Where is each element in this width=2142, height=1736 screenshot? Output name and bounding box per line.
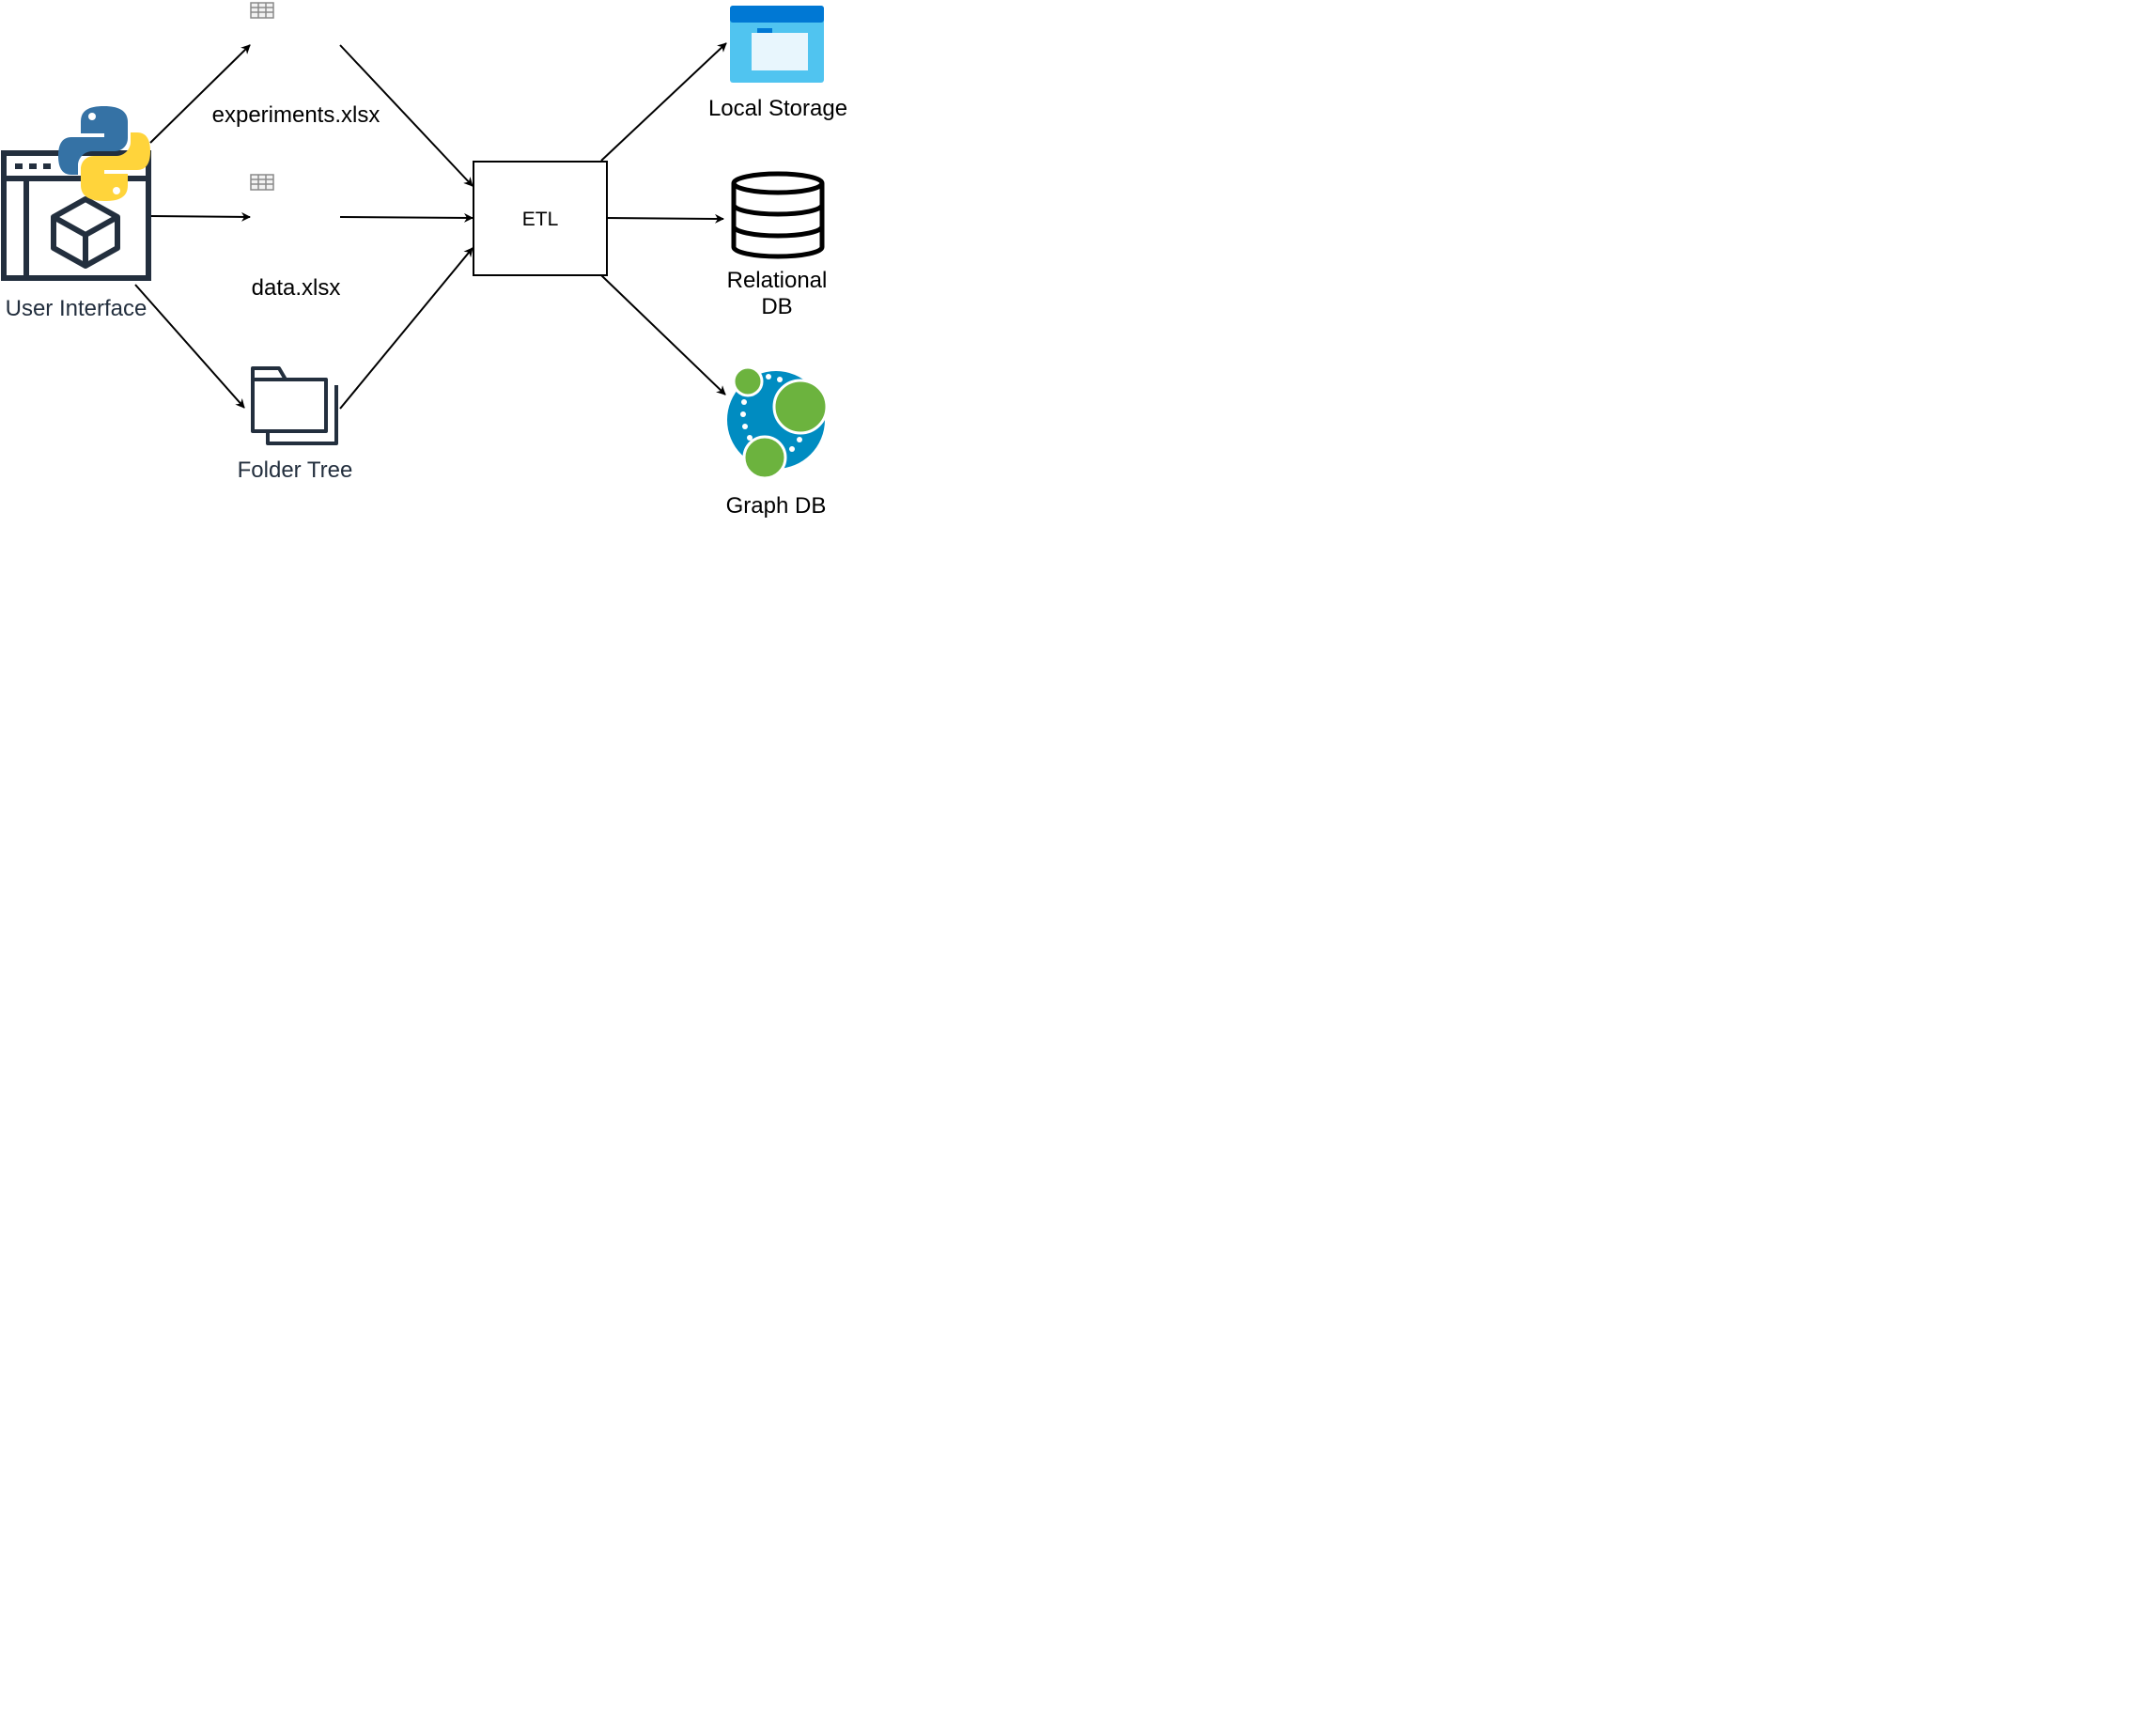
graph-database-icon: [727, 365, 829, 480]
edge-etl-to-graph-db: [600, 274, 726, 395]
folder-tree-label: Folder Tree: [238, 457, 353, 483]
app-window-cube-icon: [1, 150, 151, 281]
storage-folder-icon: [730, 6, 824, 83]
user-interface-node[interactable]: User Interface: [1, 106, 151, 321]
python-logo-icon: [58, 106, 150, 201]
edge-etl-to-local-storage: [600, 42, 727, 162]
edge-experiments-to-etl: [339, 44, 473, 187]
graph-db-label: Graph DB: [726, 493, 827, 519]
local-storage-label: Local Storage: [708, 96, 847, 121]
edge-data-to-etl: [339, 212, 473, 223]
user-interface-label: User Interface: [6, 296, 147, 321]
folder-tree-node[interactable]: Folder Tree: [238, 366, 353, 483]
relational-db-node[interactable]: Relational DB: [727, 171, 828, 319]
local-storage-node[interactable]: Local Storage: [708, 6, 847, 121]
edge-ui-to-folder-tree: [134, 284, 245, 409]
spreadsheet-icon: [250, 174, 274, 191]
database-cylinder-icon: [731, 171, 825, 259]
edge-etl-to-relational-db: [604, 213, 724, 224]
etl-node[interactable]: ETL: [473, 161, 608, 276]
edge-folder-to-etl: [339, 247, 473, 410]
data-file-node[interactable]: data.xlsx: [250, 174, 341, 301]
edge-ui-to-experiments: [149, 44, 251, 144]
data-file-label: data.xlsx: [252, 275, 341, 301]
etl-box: [473, 161, 608, 276]
relational-db-label-line2: DB: [761, 294, 792, 319]
experiments-file-node[interactable]: experiments.xlsx: [212, 2, 380, 128]
spreadsheet-icon: [250, 2, 274, 19]
relational-db-label-line1: Relational: [727, 268, 828, 293]
graph-db-node[interactable]: Graph DB: [726, 365, 829, 519]
edge-ui-to-data: [149, 211, 251, 222]
folder-stack-icon: [251, 366, 338, 445]
edges: [134, 42, 727, 410]
experiments-file-label: experiments.xlsx: [212, 102, 380, 128]
etl-label: ETL: [522, 209, 559, 230]
graph-edge-dots: [740, 374, 802, 452]
